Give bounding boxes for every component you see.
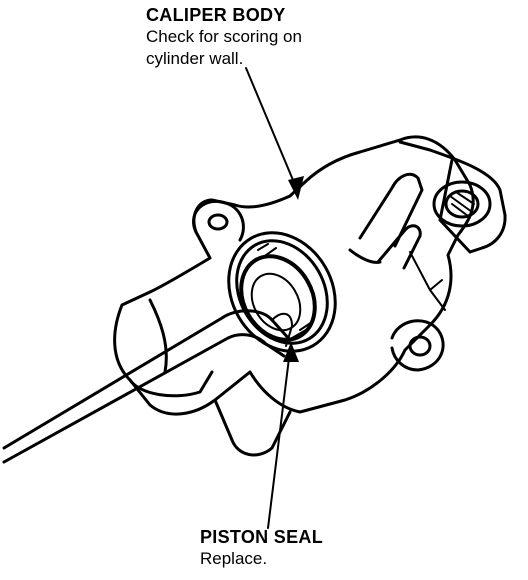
bracket-bolt-boss — [432, 180, 492, 228]
seal-pick-tool — [2, 309, 292, 464]
upper-ear-hole — [207, 213, 229, 231]
cylinder-bottom — [250, 272, 302, 332]
rear-bracket — [398, 140, 507, 254]
parking-brake-ridge — [348, 172, 424, 270]
caliper-body-arrowhead — [288, 176, 304, 200]
caliper-body-outline — [113, 135, 475, 416]
caliper-body-note-line-1: Check for scoring on — [146, 27, 302, 46]
piston-seal-ring — [239, 254, 317, 342]
caliper-body-note-line-2: cylinder wall. — [146, 49, 244, 68]
lower-ear-hole — [408, 335, 432, 357]
upper-mounting-ear — [192, 199, 245, 242]
lower-mounting-ear — [390, 319, 445, 372]
piston-seal-leader — [267, 349, 291, 529]
ridge-detail — [409, 251, 446, 311]
bolt-hatch — [449, 191, 475, 217]
piston-seal-arrowhead — [283, 342, 299, 362]
caliper-body-title: CALIPER BODY — [146, 5, 286, 25]
caliper-body-leader — [245, 67, 299, 193]
bore-shading — [257, 243, 313, 339]
piston-seal-title: PISTON SEAL — [200, 527, 323, 547]
piston-seal-note: Replace. — [200, 549, 268, 568]
lower-fork — [128, 298, 292, 457]
pick-tip — [271, 312, 293, 347]
piston-seal-callout: PISTON SEAL Replace. — [200, 526, 323, 570]
bracket-bolt-hole — [444, 189, 480, 219]
cylinder-bore-rim — [227, 231, 337, 353]
caliper-body-callout: CALIPER BODY Check for scoring on cylind… — [146, 4, 302, 70]
